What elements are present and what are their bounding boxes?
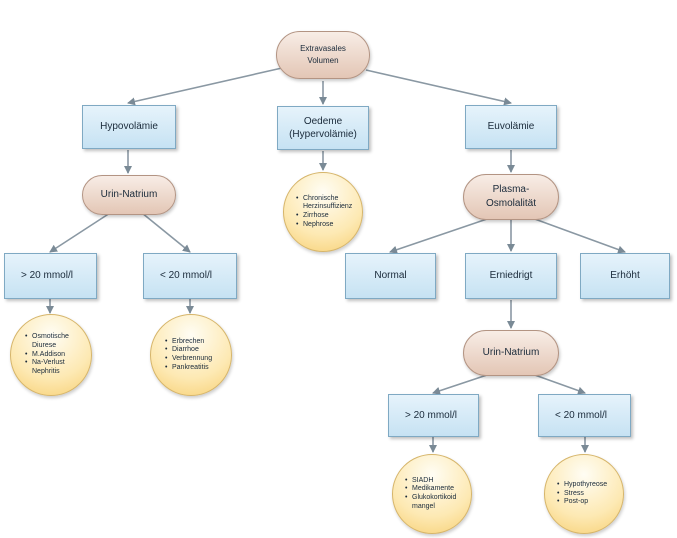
node-right-high-sodium: > 20 mmol/l [388,394,479,437]
edge-root-euvolemia [365,69,512,106]
edge-osmolality-normal [389,217,491,254]
edge-urine-sodium-low [141,212,191,253]
cause-item: Stress [557,490,607,499]
edema-causes-list: Chronische Herzinsuffizienz Zirrhose Nep… [296,195,362,230]
node-left-high-sodium: > 20 mmol/l [4,253,97,299]
node-edema-causes: Chronische Herzinsuffizienz Zirrhose Nep… [283,172,363,252]
node-edema: Oedeme (Hypervolämie) [277,106,369,150]
cause-item: M.Addison [25,351,91,360]
left-low-causes-list: Erbrechen Diarrhoe Verbrennung Pankreati… [165,338,212,373]
node-osmolality-high: Erhöht [580,253,670,299]
edema-cause-item: Nephrose [296,221,362,230]
node-plasma-osmolality: Plasma- Osmolalität [463,174,559,220]
node-right-low-causes: Hypothyreose Stress Post-op [544,454,624,534]
node-left-low-causes: Erbrechen Diarrhoe Verbrennung Pankreati… [150,314,232,396]
node-extravasal-volume: Extravasales Volumen [276,31,370,79]
edema-cause-item: Chronische Herzinsuffizienz [296,195,362,213]
cause-item: Osmotische Diurese [25,333,91,351]
node-hypovolemia: Hypovolämie [82,105,176,149]
node-urine-sodium-right: Urin-Natrium [463,330,559,376]
edge-urine-sodium-high [49,212,111,253]
node-left-low-sodium: < 20 mmol/l [143,253,237,299]
cause-item: Na-Verlust Nephritis [25,359,91,377]
node-osmolality-normal: Normal [345,253,436,299]
right-high-causes-list: SIADH Medikamente Glukokortikoid mangel [405,477,471,512]
cause-item: Pankreatitis [165,364,212,373]
node-right-low-sodium: < 20 mmol/l [538,394,631,437]
node-left-high-causes: Osmotische Diurese M.Addison Na-Verlust … [10,314,92,396]
cause-item: Glukokortikoid mangel [405,494,471,512]
cause-item: Medikamente [405,485,471,494]
right-low-causes-list: Hypothyreose Stress Post-op [557,481,607,507]
edge-root-hypovolemia [127,67,283,106]
edge-osmolality-high [531,217,626,254]
node-osmolality-low: Erniedrigt [465,253,557,299]
cause-item: SIADH [405,477,471,486]
cause-item: Hypothyreose [557,481,607,490]
cause-item: Post-op [557,498,607,507]
node-right-high-causes: SIADH Medikamente Glukokortikoid mangel [392,454,472,534]
cause-item: Diarrhoe [165,346,212,355]
cause-item: Erbrechen [165,338,212,347]
node-euvolemia: Euvolämie [465,105,557,149]
cause-item: Verbrennung [165,355,212,364]
edema-cause-item: Zirrhose [296,212,362,221]
edge-right-urine-sodium-high [432,373,491,395]
node-urine-sodium-left: Urin-Natrium [82,175,176,215]
left-high-causes-list: Osmotische Diurese M.Addison Na-Verlust … [25,333,91,377]
edge-right-urine-sodium-low [531,373,586,395]
